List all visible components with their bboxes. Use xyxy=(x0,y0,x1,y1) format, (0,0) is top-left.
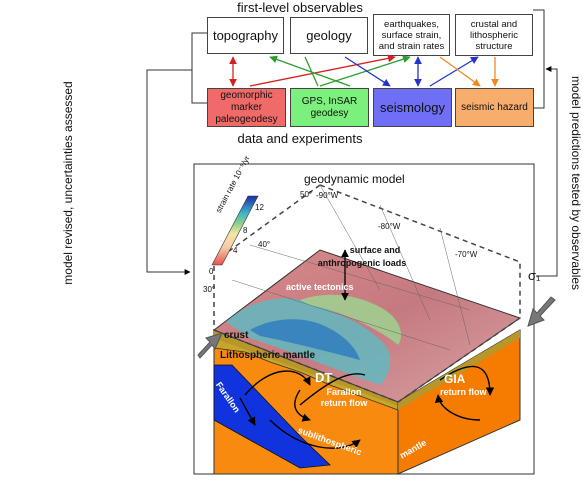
scale-tick-0: 0 xyxy=(209,267,214,276)
sigma-label: σ₁ xyxy=(528,268,541,283)
observable-label: geology xyxy=(306,28,352,43)
observable-label: topography xyxy=(212,28,279,43)
crust-label: crust xyxy=(224,330,249,341)
lat-label-40: 40° xyxy=(258,240,271,249)
scale-tick-4: 4 xyxy=(233,246,238,255)
observable-label: crustal and lithospheric structure xyxy=(469,18,519,52)
scale-tick-12: 12 xyxy=(255,203,264,212)
strain-zone-high xyxy=(250,319,360,360)
loads-label-1: surface and xyxy=(349,245,401,255)
loads-label-2: anthropogenic loads xyxy=(317,258,407,268)
observable-geology: geology xyxy=(290,17,368,54)
strain-zone-green xyxy=(300,294,402,345)
data-and-experiments-heading: data and experiments xyxy=(237,131,363,146)
observable-crustal-structure: crustal and lithospheric structure xyxy=(455,14,533,56)
data-box-label: seismology xyxy=(379,100,446,115)
left-bracket xyxy=(146,32,207,275)
observable-earthquakes: earthquakes, surface strain, and strain … xyxy=(373,14,450,56)
gia-label: GIA xyxy=(444,372,466,386)
lon-label-90: -90°W xyxy=(316,191,339,200)
connector-arrows xyxy=(229,54,499,87)
farallon-return-label-2: return flow xyxy=(320,398,368,408)
surface-grid xyxy=(231,184,471,351)
observable-topography: topography xyxy=(207,17,284,54)
gia-return-label: return flow xyxy=(440,387,487,397)
flow-arrows xyxy=(239,365,495,449)
data-box-gps: GPS, InSAR geodesy xyxy=(290,88,369,127)
lat-label-50: 50° xyxy=(300,190,313,199)
farallon-return-label-1: Farallon xyxy=(326,387,362,397)
left-stress-arrow xyxy=(197,332,223,359)
active-tectonics-label: active tectonics xyxy=(286,282,354,292)
crust-band xyxy=(214,330,398,406)
model-title: geodynamic model xyxy=(304,172,405,186)
observable-label: earthquakes, surface strain, and strain … xyxy=(378,18,445,52)
lon-label-80: -80°W xyxy=(378,222,401,231)
right-bracket xyxy=(533,9,558,277)
scale-tick-8: 8 xyxy=(243,226,248,235)
data-box-label: GPS, InSAR geodesy xyxy=(301,95,358,119)
data-box-label: geomorphic marker paleogeodesy xyxy=(215,89,278,125)
right-stress-arrow xyxy=(527,296,556,327)
data-box-label: seismic hazard xyxy=(461,101,528,113)
lat-label-30: 30° xyxy=(203,285,216,294)
first-level-observables-heading: first-level observables xyxy=(237,0,363,15)
lon-label-70: -70°W xyxy=(455,250,478,259)
data-box-seismology: seismology xyxy=(373,88,452,127)
farallon-slab xyxy=(213,364,331,469)
dt-label: DT xyxy=(315,370,333,385)
strain-rate-scale xyxy=(211,195,259,266)
lithospheric-mantle-label: Lithospheric mantle xyxy=(220,350,316,361)
data-box-geomorphic: geomorphic marker paleogeodesy xyxy=(207,88,286,127)
